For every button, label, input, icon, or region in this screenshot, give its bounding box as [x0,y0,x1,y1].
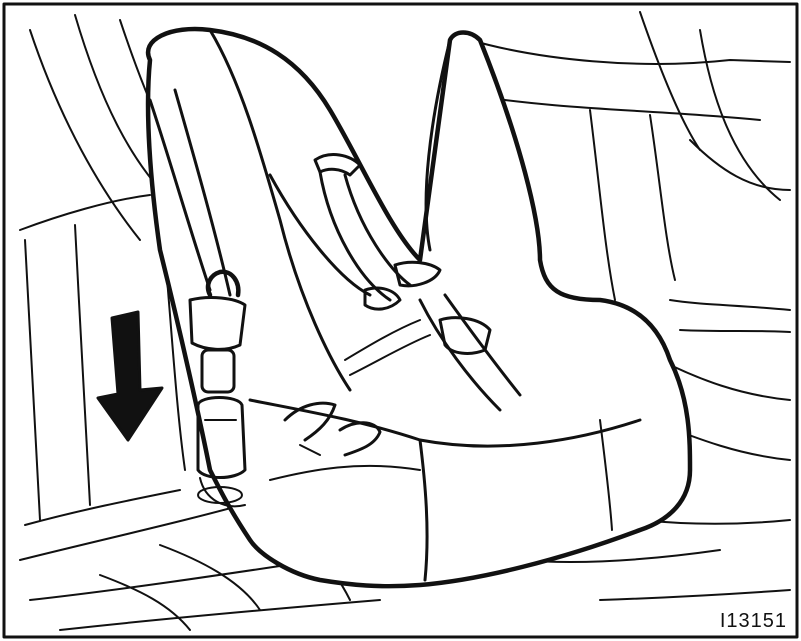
figure-code: I13151 [720,610,787,633]
arrow-down-icon [98,312,162,440]
